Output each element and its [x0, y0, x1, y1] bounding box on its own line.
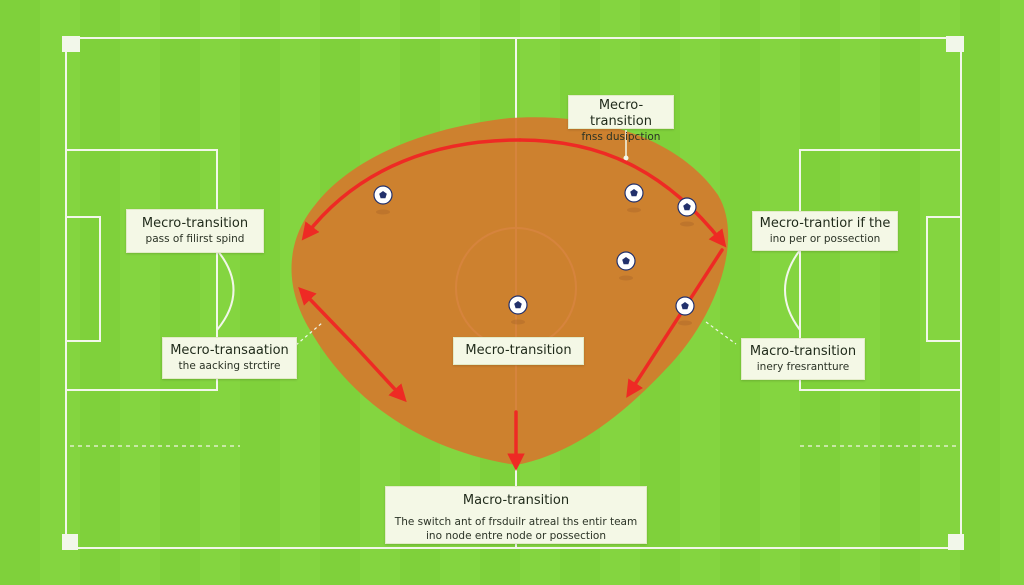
left-goal-area [65, 216, 101, 342]
label-right-upper: Mecro-trantior if the ino per or possect… [752, 211, 898, 251]
label-center: Mecro-transition [453, 337, 584, 365]
label-title: Mecro-transition [141, 216, 249, 231]
corner-flag-bottom-right [948, 534, 964, 550]
label-title: Mecro-transition [590, 98, 652, 129]
label-title: Mecro-transaation [170, 343, 289, 358]
corner-flag-bottom-left [62, 534, 78, 550]
label-subtitle: inery fresrantture [756, 361, 850, 373]
arrow-left-diagonal-up [298, 286, 357, 348]
right-penalty-arc [784, 249, 801, 331]
label-left-lower: Mecro-transaation the aacking strctire [162, 337, 297, 379]
corner-flag-top-left [62, 36, 80, 52]
label-subtitle: ino per or possection [769, 233, 881, 245]
label-subtitle-line-2: ino node entre node or possection [426, 530, 606, 542]
label-subtitle-line-1: The switch ant of frsduilr atreal ths en… [394, 516, 638, 528]
label-bottom: Macro-transition The switch ant of frsdu… [385, 486, 647, 544]
label-subtitle: pass of filirst spind [145, 233, 245, 245]
soccer-ball-icon [373, 185, 393, 215]
label-subtitle: fnss dusipction [581, 131, 661, 143]
label-top-right: Mecro-transition fnss dusipction [568, 95, 674, 143]
pointer-right [705, 321, 737, 345]
arrow-left-diagonal-down [353, 344, 407, 403]
soccer-ball-icon [675, 296, 695, 326]
label-title: Mecro-trantior if the [759, 216, 891, 231]
corner-flag-top-right [946, 36, 964, 52]
balls [373, 183, 697, 326]
arrow-top-sweep-right [518, 138, 727, 248]
soccer-ball-icon [616, 251, 636, 281]
label-left-upper: Mecro-transition pass of filirst spind [126, 209, 264, 253]
arrows [298, 138, 727, 471]
soccer-ball-icon [677, 197, 697, 227]
label-subtitle: the aacking strctire [178, 360, 281, 372]
left-penalty-arc [216, 249, 235, 331]
label-title: Macro-transition [749, 344, 857, 359]
label-right-lower: Macro-transition inery fresrantture [741, 338, 865, 380]
arrow-right-diagonal [626, 248, 724, 398]
label-title: Mecro-transition [465, 343, 572, 358]
soccer-ball-icon [624, 183, 644, 213]
transition-zone [291, 117, 729, 466]
label-title: Macro-transition [462, 493, 570, 508]
arrow-top-sweep-left [301, 138, 522, 241]
right-goal-area [926, 216, 962, 342]
soccer-ball-icon [508, 295, 528, 325]
pointer-dot [623, 155, 629, 161]
